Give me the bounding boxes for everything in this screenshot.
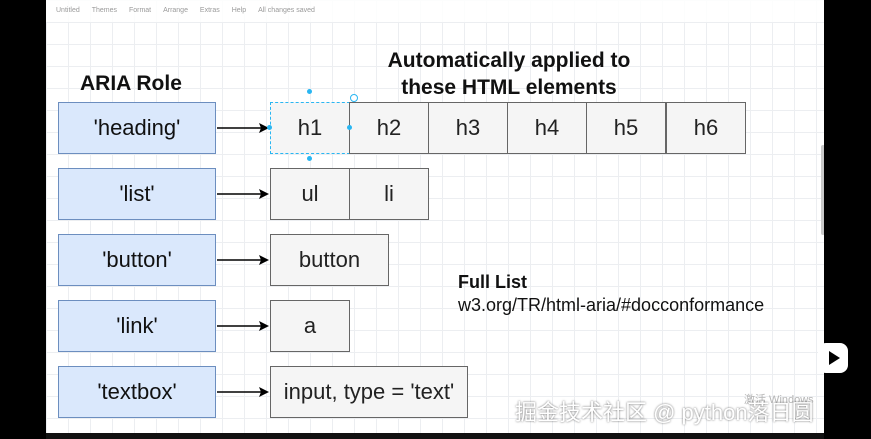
- resize-handle-top[interactable]: [307, 89, 312, 94]
- bottom-strip: [46, 433, 824, 439]
- arrow-icon: [217, 321, 269, 331]
- element-box-h2[interactable]: h2: [349, 102, 429, 154]
- resize-handle-left[interactable]: [267, 125, 272, 130]
- arrow-icon: [217, 123, 269, 133]
- role-box-heading[interactable]: 'heading': [58, 102, 216, 154]
- role-box-textbox[interactable]: 'textbox': [58, 366, 216, 418]
- element-box-ul[interactable]: ul: [270, 168, 350, 220]
- arrow-icon: [217, 387, 269, 397]
- heading-line-2: these HTML elements: [401, 76, 617, 99]
- role-box-list[interactable]: 'list': [58, 168, 216, 220]
- windows-activation-hint: 激活 Windows: [744, 394, 814, 406]
- element-box-h1[interactable]: h1: [270, 102, 350, 154]
- diagram-canvas[interactable]: Untitled Themes Format Arrange Extras He…: [46, 0, 824, 433]
- video-play-icon[interactable]: [818, 343, 848, 373]
- arrow-icon: [217, 189, 269, 199]
- element-box-h4[interactable]: h4: [507, 102, 587, 154]
- role-box-button[interactable]: 'button': [58, 234, 216, 286]
- full-list-url[interactable]: w3.org/TR/html-aria/#docconformance: [458, 295, 765, 315]
- element-box-h6[interactable]: h6: [666, 102, 746, 154]
- element-box-h5[interactable]: h5: [586, 102, 666, 154]
- rotate-handle-icon[interactable]: [350, 94, 358, 102]
- menu-item[interactable]: Extras: [199, 7, 220, 14]
- menu-item[interactable]: Themes: [91, 7, 117, 14]
- menu-item[interactable]: Untitled: [56, 7, 80, 14]
- role-box-link[interactable]: 'link': [58, 300, 216, 352]
- element-box-li[interactable]: li: [349, 168, 429, 220]
- arrow-icon: [217, 255, 269, 265]
- resize-handle-bottom[interactable]: [307, 156, 312, 161]
- menu-item[interactable]: Format: [128, 7, 152, 14]
- resize-handle-right[interactable]: [347, 125, 352, 130]
- right-side-panel: [824, 0, 871, 439]
- element-box-input-text[interactable]: input, type = 'text': [270, 366, 468, 418]
- save-status: All changes saved: [258, 7, 315, 14]
- vertical-scrollbar[interactable]: [821, 145, 825, 235]
- applied-elements-heading: Automatically applied to these HTML elem…: [370, 47, 648, 101]
- heading-line-1: Automatically applied to: [387, 49, 631, 72]
- editor-menu-bar: Untitled Themes Format Arrange Extras He…: [46, 0, 824, 22]
- aria-role-heading: ARIA Role: [80, 72, 182, 95]
- watermark-text: 掘金技术社区 @ python落日圆: [515, 400, 814, 425]
- menu-item[interactable]: Arrange: [163, 7, 188, 14]
- element-box-a[interactable]: a: [270, 300, 350, 352]
- menu-item[interactable]: Help: [231, 7, 247, 14]
- full-list-title: Full List: [458, 272, 527, 292]
- element-box-h3[interactable]: h3: [428, 102, 508, 154]
- element-box-button[interactable]: button: [270, 234, 389, 286]
